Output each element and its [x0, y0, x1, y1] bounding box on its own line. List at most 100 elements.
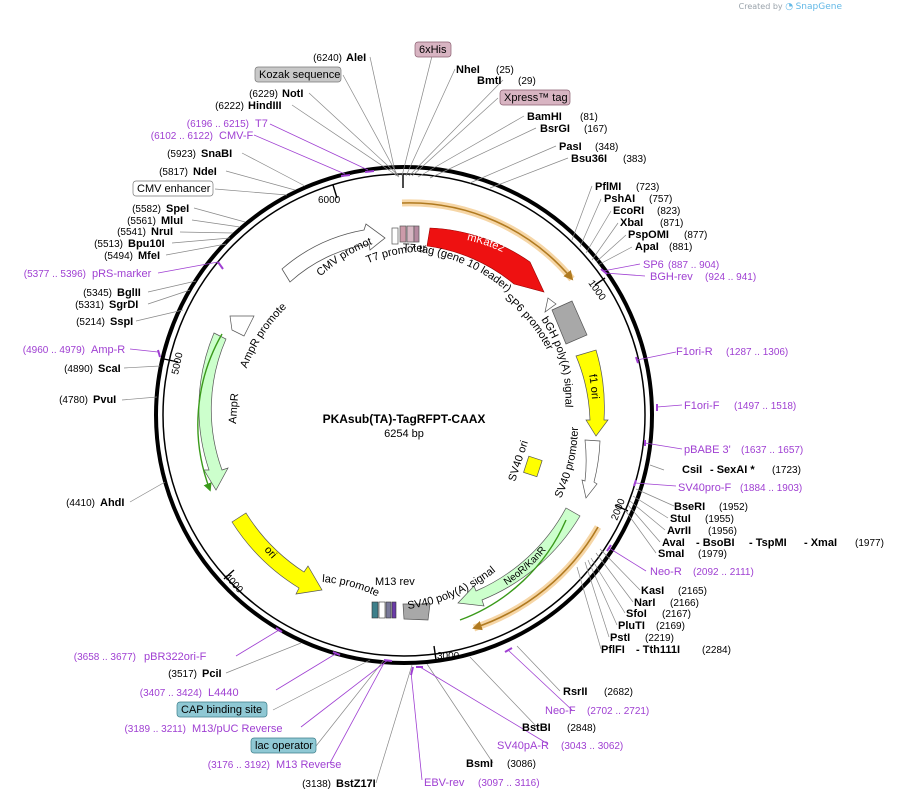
- primer-name[interactable]: SV40pro-F: [678, 482, 731, 494]
- primer-name[interactable]: pBABE 3': [684, 444, 731, 456]
- 6xhis-label: 6xHis: [419, 44, 447, 56]
- enzyme-name[interactable]: PflMI: [595, 181, 621, 193]
- primer-range: (4960 .. 4979): [23, 345, 85, 356]
- enzyme-name[interactable]: HindIII: [248, 100, 282, 112]
- enzyme-name[interactable]: NruI: [151, 226, 173, 238]
- enzyme-name[interactable]: NdeI: [193, 166, 217, 178]
- enzyme-pos: (1977): [855, 538, 884, 549]
- primer-range: (924 .. 941): [705, 272, 756, 283]
- primer-name[interactable]: Neo-R: [650, 566, 682, 578]
- enzyme-name[interactable]: MluI: [161, 215, 183, 227]
- enzyme-name[interactable]: EcoRI: [613, 205, 644, 217]
- enzyme-pos: (5345): [83, 288, 112, 299]
- enzyme-name[interactable]: BglII: [117, 287, 141, 299]
- enzyme-name[interactable]: CsiI: [682, 464, 702, 476]
- enzyme-name[interactable]: PasI: [559, 141, 582, 153]
- enzyme-pos: (723): [636, 182, 659, 193]
- enzyme-name[interactable]: NotI: [282, 88, 303, 100]
- primer-name[interactable]: F1ori-F: [684, 400, 720, 412]
- enzyme-name[interactable]: - XmaI: [804, 537, 837, 549]
- enzyme-name[interactable]: Bpu10I: [128, 238, 165, 250]
- enzyme-name[interactable]: BstZ17I: [336, 778, 376, 790]
- boxed-feature-xpress[interactable]: Xpress™ tag: [499, 89, 571, 106]
- sv40-polya-box: [402, 603, 431, 621]
- enzyme-name[interactable]: BmtI: [477, 75, 501, 87]
- primer-name[interactable]: T7: [255, 118, 268, 130]
- enzyme-name[interactable]: XbaI: [620, 217, 643, 229]
- enzyme-name[interactable]: NheI: [456, 64, 480, 76]
- enzyme-name[interactable]: BsmI: [466, 758, 493, 770]
- cmv-enhancer-label: CMV enhancer: [137, 183, 211, 195]
- boxed-feature-6xhis[interactable]: 6xHis: [414, 41, 452, 58]
- enzyme-name[interactable]: SpeI: [166, 203, 189, 215]
- primer-range: (3043 .. 3062): [561, 741, 623, 752]
- enzyme-name[interactable]: - TspMI: [749, 537, 787, 549]
- enzyme-pos: (2284): [702, 645, 731, 656]
- enzyme-name[interactable]: SnaBI: [201, 148, 232, 160]
- svg-text:lac promoter: lac promoter: [0, 0, 381, 599]
- enzyme-pos: (881): [669, 242, 692, 253]
- enzyme-name[interactable]: BamHI: [527, 111, 562, 123]
- primer-name[interactable]: M13 Reverse: [276, 759, 341, 771]
- enzyme-name[interactable]: BsrGI: [540, 123, 570, 135]
- enzyme-pos: (1955): [705, 514, 734, 525]
- enzyme-name[interactable]: SmaI: [658, 548, 684, 560]
- enzyme-pos: (6240): [313, 53, 342, 64]
- primer-range: (6196 .. 6215): [187, 119, 249, 130]
- primer-name[interactable]: Amp-R: [91, 344, 125, 356]
- enzyme-name[interactable]: ScaI: [98, 363, 121, 375]
- enzyme-name[interactable]: AvrII: [667, 525, 691, 537]
- sv40-ori-box: [523, 455, 543, 478]
- enzyme-name[interactable]: RsrII: [563, 686, 587, 698]
- enzyme-name[interactable]: Bsu36I: [571, 153, 607, 165]
- boxed-feature-lac-operator[interactable]: lac operator: [250, 737, 317, 754]
- primer-range: (887 .. 904): [668, 260, 719, 271]
- enzyme-name[interactable]: SspI: [110, 316, 133, 328]
- enzyme-name[interactable]: StuI: [670, 513, 691, 525]
- enzyme-name[interactable]: AhdI: [100, 497, 124, 509]
- enzyme-pos: (167): [584, 124, 607, 135]
- boxed-feature-kozak[interactable]: Kozak sequence: [254, 66, 342, 83]
- enzyme-name[interactable]: - BsoBI: [696, 537, 735, 549]
- enzyme-name[interactable]: SgrDI: [109, 299, 138, 311]
- sv40-promoter-arrow: [581, 439, 601, 499]
- svg-text:NeoR/KanR: NeoR/KanR: [502, 545, 548, 588]
- boxed-feature-cmv-enhancer[interactable]: CMV enhancer: [132, 180, 214, 197]
- enzyme-name[interactable]: KasI: [641, 585, 664, 597]
- enzyme-name[interactable]: PstI: [610, 632, 630, 644]
- enzyme-name[interactable]: PspOMI: [628, 229, 669, 241]
- enzyme-pos: (6229): [249, 89, 278, 100]
- enzyme-pos: (1956): [708, 526, 737, 537]
- enzyme-name[interactable]: PvuI: [93, 394, 116, 406]
- primer-name[interactable]: pBR322ori-F: [144, 651, 207, 663]
- enzyme-name[interactable]: PshAI: [604, 193, 635, 205]
- enzyme-name[interactable]: PflFI: [601, 644, 625, 656]
- enzyme-name[interactable]: BseRI: [674, 501, 705, 513]
- primer-name[interactable]: SV40pA-R: [497, 740, 549, 752]
- enzyme-name[interactable]: SfoI: [626, 608, 647, 620]
- primer-name[interactable]: Neo-F: [545, 705, 576, 717]
- neor-kanr-arrow: [457, 507, 581, 607]
- enzyme-name[interactable]: - SexAI *: [710, 464, 755, 476]
- primer-name[interactable]: BGH-rev: [650, 271, 693, 283]
- primer-name[interactable]: M13/pUC Reverse: [192, 723, 282, 735]
- primer-name[interactable]: EBV-rev: [424, 777, 465, 789]
- primer-name[interactable]: pRS-marker: [92, 268, 152, 280]
- enzyme-name[interactable]: ApaI: [635, 241, 659, 253]
- enzyme-name[interactable]: - Tth111I: [636, 644, 680, 656]
- enzyme-name[interactable]: PluTI: [618, 620, 645, 632]
- enzyme-name[interactable]: PciI: [202, 668, 222, 680]
- boxed-feature-cap-binding[interactable]: CAP binding site: [176, 701, 268, 718]
- primer-name[interactable]: F1ori-R: [676, 346, 713, 358]
- enzyme-name[interactable]: BstBI: [522, 722, 551, 734]
- enzyme-name[interactable]: MfeI: [138, 250, 160, 262]
- primer-range: (3189 .. 3211): [124, 724, 186, 735]
- enzyme-name[interactable]: AvaI: [662, 537, 685, 549]
- primer-range: (1497 .. 1518): [734, 401, 796, 412]
- primer-name[interactable]: SP6: [643, 259, 664, 271]
- enzyme-name[interactable]: NarI: [634, 597, 655, 609]
- primer-name[interactable]: CMV-F: [219, 130, 254, 142]
- enzyme-name[interactable]: AleI: [346, 52, 366, 64]
- enzyme-pos: (6222): [215, 101, 244, 112]
- primer-name[interactable]: L4440: [208, 687, 239, 699]
